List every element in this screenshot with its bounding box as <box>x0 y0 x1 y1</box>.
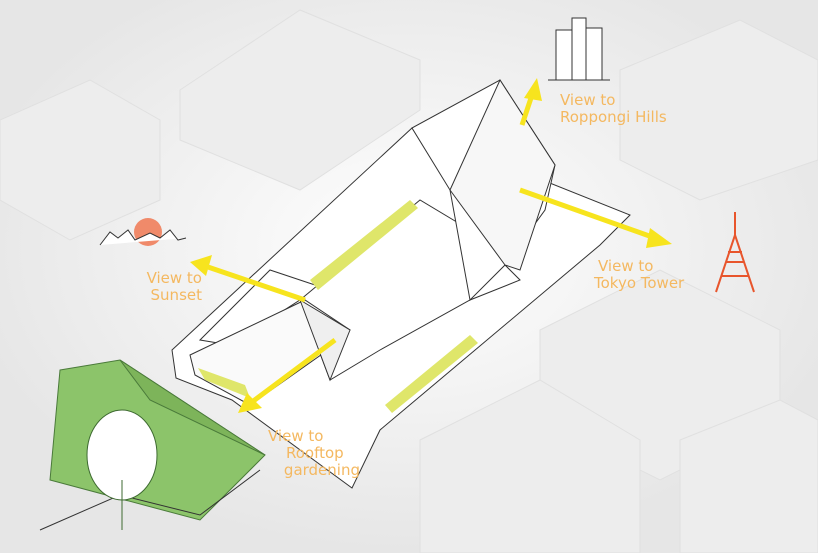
skylight-strip-lower <box>385 335 478 413</box>
skylight-strip-upper <box>310 200 418 290</box>
label-line: Sunset <box>150 286 202 304</box>
label-rooftop: View to Rooftop gardening <box>268 428 360 479</box>
label-line: gardening <box>283 461 360 479</box>
label-roppongi: View to Roppongi Hills <box>560 92 667 126</box>
label-line: Roppongi Hills <box>560 108 667 126</box>
arrow-roppongi <box>519 94 535 126</box>
label-line: View to <box>598 257 654 275</box>
tokyo-tower-icon <box>715 212 755 293</box>
yellow-strips <box>198 200 478 413</box>
arrow-sunset <box>204 263 306 303</box>
context-buildings <box>0 9 818 553</box>
label-line: View to <box>560 91 616 109</box>
main-building <box>171 78 631 489</box>
label-line: Tokyo Tower <box>594 274 685 292</box>
label-line: View to <box>268 427 324 445</box>
label-tokyo-tower: View to Tokyo Tower <box>594 257 684 292</box>
rooftop-garden-strip <box>198 368 250 398</box>
arrow-rooftop <box>250 337 337 405</box>
view-arrows <box>190 78 672 413</box>
sunset-skyline-icon <box>99 218 187 246</box>
label-sunset: View to Sunset <box>130 270 202 304</box>
arrow-tokyo-tower <box>519 187 656 241</box>
label-line: Rooftop <box>286 444 344 462</box>
label-line: View to <box>146 269 202 287</box>
roppongi-hills-icon <box>548 17 610 81</box>
tree-icon <box>86 409 158 530</box>
